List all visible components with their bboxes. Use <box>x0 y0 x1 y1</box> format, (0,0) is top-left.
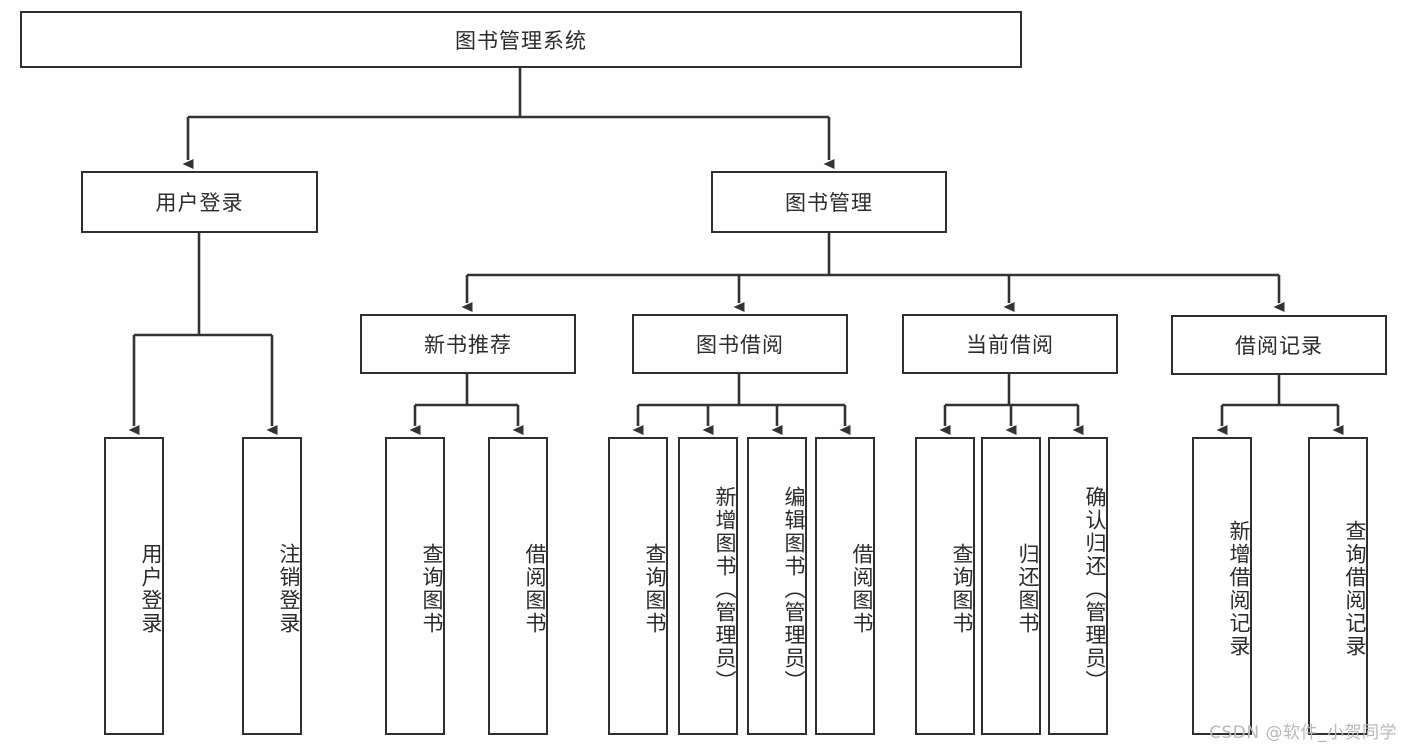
node-root[interactable]: 图书管理系统 <box>20 11 1022 68</box>
leaf-confirm-return-label: 确认归还（管理员） <box>1083 485 1107 693</box>
node-book-borrow[interactable]: 图书借阅 <box>632 314 848 374</box>
node-new-book-recommend[interactable]: 新书推荐 <box>360 314 576 374</box>
node-book-manage-label: 图书管理 <box>785 191 873 215</box>
leaf-query-book-current[interactable]: 查询图书 <box>915 437 975 735</box>
leaf-borrow-book[interactable]: 借阅图书 <box>815 437 875 735</box>
leaf-logout[interactable]: 注销登录 <box>242 437 302 735</box>
leaf-borrow-book-recommend[interactable]: 借阅图书 <box>488 437 548 735</box>
leaf-return-book-label: 归还图书 <box>1016 543 1040 635</box>
leaf-add-borrow-record[interactable]: 新增借阅记录 <box>1192 437 1252 735</box>
node-current-borrow-label: 当前借阅 <box>966 333 1054 357</box>
leaf-user-login[interactable]: 用户登录 <box>104 437 164 735</box>
leaf-query-borrow-record[interactable]: 查询借阅记录 <box>1308 437 1368 735</box>
node-root-label: 图书管理系统 <box>455 28 587 53</box>
csdn-watermark: CSDN @软件_小贺同学 <box>1209 723 1397 743</box>
node-current-borrow[interactable]: 当前借阅 <box>902 314 1118 374</box>
leaf-query-book-borrow[interactable]: 查询图书 <box>608 437 668 735</box>
leaf-user-login-label: 用户登录 <box>139 543 163 635</box>
node-book-borrow-label: 图书借阅 <box>696 333 784 357</box>
leaf-add-book[interactable]: 新增图书（管理员） <box>678 437 738 735</box>
node-new-book-recommend-label: 新书推荐 <box>424 333 512 357</box>
leaf-add-book-label: 新增图书（管理员） <box>713 485 737 693</box>
node-borrow-record[interactable]: 借阅记录 <box>1171 315 1387 375</box>
leaf-logout-label: 注销登录 <box>277 543 301 635</box>
node-borrow-record-label: 借阅记录 <box>1235 334 1323 358</box>
leaf-edit-book-label: 编辑图书（管理员） <box>782 485 806 693</box>
leaf-query-book-recommend[interactable]: 查询图书 <box>385 437 445 735</box>
leaf-query-borrow-record-label: 查询借阅记录 <box>1343 520 1367 658</box>
leaf-add-borrow-record-label: 新增借阅记录 <box>1227 520 1251 658</box>
node-book-manage[interactable]: 图书管理 <box>711 171 947 233</box>
leaf-return-book[interactable]: 归还图书 <box>981 437 1041 735</box>
leaf-query-book-recommend-label: 查询图书 <box>420 543 444 635</box>
leaf-query-book-current-label: 查询图书 <box>950 543 974 635</box>
node-user-login[interactable]: 用户登录 <box>81 171 318 233</box>
node-user-login-label: 用户登录 <box>155 191 244 215</box>
leaf-query-book-borrow-label: 查询图书 <box>643 543 667 635</box>
leaf-borrow-book-recommend-label: 借阅图书 <box>523 543 547 635</box>
leaf-edit-book[interactable]: 编辑图书（管理员） <box>747 437 807 735</box>
leaf-borrow-book-label: 借阅图书 <box>850 543 874 635</box>
leaf-confirm-return[interactable]: 确认归还（管理员） <box>1048 437 1108 735</box>
